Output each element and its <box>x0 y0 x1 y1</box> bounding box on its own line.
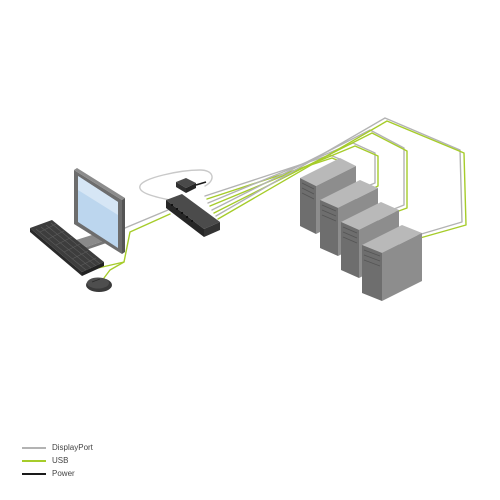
cable-group <box>97 117 467 279</box>
legend-item-usb: USB <box>22 455 222 467</box>
legend: DisplayPort USB Power <box>22 442 222 481</box>
legend-label-power: Power <box>52 469 75 478</box>
legend-item-power: Power <box>22 468 222 480</box>
displayport-cable-pc4 <box>215 117 463 236</box>
usb-cable-keyboard <box>97 261 125 269</box>
power-adapter-icon <box>176 178 207 193</box>
power-cable-loop <box>139 169 213 201</box>
keyboard-icon <box>30 220 104 276</box>
computer-tower-icon <box>362 225 422 301</box>
legend-swatch-power <box>22 473 46 475</box>
legend-label-displayport: DisplayPort <box>52 443 93 452</box>
usb-cable-pc4 <box>217 120 467 239</box>
monitor-icon <box>74 168 125 254</box>
displayport-cable-monitor <box>117 209 169 233</box>
kvm-ports <box>171 204 193 222</box>
legend-item-displayport: DisplayPort <box>22 442 222 454</box>
mouse-icon <box>86 277 112 292</box>
kvm-switch-icon <box>166 194 220 237</box>
legend-label-usb: USB <box>52 456 69 465</box>
legend-swatch-usb <box>22 460 46 462</box>
keyboard-keys <box>35 222 101 271</box>
legend-swatch-displayport <box>22 447 46 449</box>
